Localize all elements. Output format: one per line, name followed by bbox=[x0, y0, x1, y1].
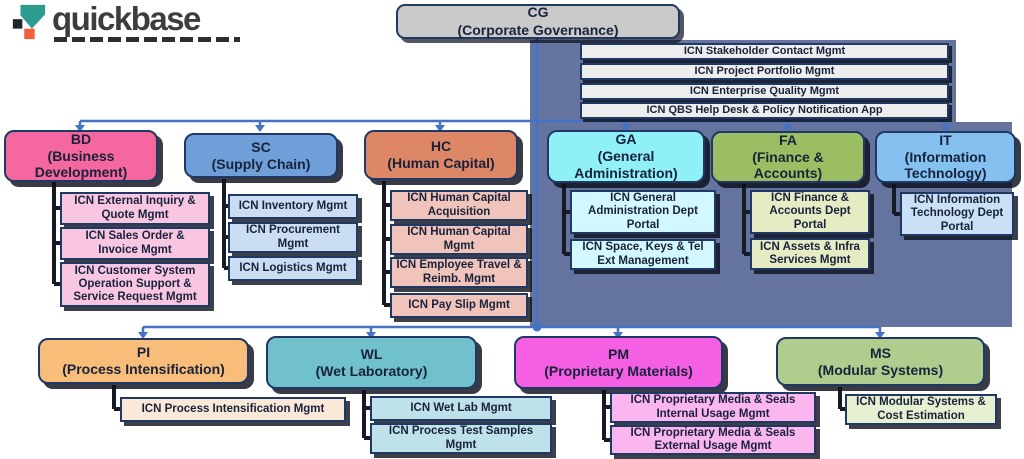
app-box: ICN Process Test Samples Mgmt bbox=[370, 423, 552, 454]
app-box: ICN Modular Systems & Cost Estimation bbox=[845, 394, 997, 425]
app-box: ICN Employee Travel & Reimb. Mgmt bbox=[390, 257, 528, 288]
quickbase-logo-icon bbox=[12, 4, 46, 40]
app-box: ICN Pay Slip Mgmt bbox=[390, 293, 528, 318]
app-box: ICN Process Intensification Mgmt bbox=[120, 397, 346, 422]
quickbase-logo: quickbase bbox=[10, 2, 240, 42]
app-box: ICN Wet Lab Mgmt bbox=[370, 396, 552, 421]
program-header-pi: PI (Process Intensification) bbox=[38, 338, 249, 384]
program-label: (Modular Systems) bbox=[817, 361, 944, 378]
dept-label: (Information Technology) bbox=[904, 148, 987, 182]
logo-tagline bbox=[54, 37, 240, 42]
app-box: ICN Space, Keys & Tel Ext Management bbox=[570, 239, 716, 270]
dept-header-ga: GA (General Administration) bbox=[547, 130, 705, 183]
dept-label: (Business Development) bbox=[34, 147, 128, 181]
corporate-app-box: ICN Project Portfolio Mgmt bbox=[580, 63, 949, 80]
app-box: ICN External Inquiry & Quote Mgmt bbox=[60, 192, 210, 225]
brand-name: quickbase bbox=[52, 0, 201, 37]
program-code: PI bbox=[136, 344, 151, 361]
dept-header-bd: BD (Business Development) bbox=[4, 130, 158, 182]
dept-header-hc: HC (Human Capital) bbox=[364, 130, 518, 180]
corporate-app-box: ICN QBS Help Desk & Policy Notification … bbox=[580, 102, 949, 119]
app-box: ICN Finance & Accounts Dept Portal bbox=[750, 190, 870, 234]
dept-code: IT bbox=[939, 131, 952, 148]
app-box: ICN Inventory Mgmt bbox=[228, 194, 358, 219]
node-cg: CG (Corporate Governance) bbox=[396, 4, 680, 39]
app-box: ICN Customer System Operation Support & … bbox=[60, 262, 210, 307]
app-box: ICN Procurement Mgmt bbox=[228, 222, 358, 253]
dept-code: BD bbox=[70, 130, 92, 147]
dept-label: (General Administration) bbox=[574, 148, 678, 181]
program-label: (Process Intensification) bbox=[62, 361, 225, 377]
dept-code: HC bbox=[430, 138, 452, 155]
app-box: ICN Assets & Infra Services Mgmt bbox=[750, 238, 870, 270]
dept-header-fa: FA (Finance & Accounts) bbox=[711, 131, 865, 183]
node-cg-label: (Corporate Governance) bbox=[457, 21, 619, 38]
dept-label: (Human Capital) bbox=[387, 155, 495, 171]
corporate-app-box: ICN Stakeholder Contact Mgmt bbox=[580, 43, 949, 60]
dept-code: FA bbox=[779, 131, 797, 148]
program-code: PM bbox=[608, 345, 629, 362]
program-header-ms: MS (Modular Systems) bbox=[776, 337, 985, 386]
corporate-app-box: ICN Enterprise Quality Mgmt bbox=[580, 83, 949, 100]
dept-header-it: IT (Information Technology) bbox=[875, 131, 1016, 183]
dept-header-sc: SC (Supply Chain) bbox=[184, 133, 338, 178]
program-header-wl: WL (Wet Laboratory) bbox=[266, 336, 477, 389]
node-cg-code: CG bbox=[527, 4, 549, 20]
dept-label: (Finance & Accounts) bbox=[752, 148, 824, 182]
program-code: MS bbox=[870, 344, 891, 361]
app-box: ICN Logistics Mgmt bbox=[228, 256, 358, 281]
program-label: (Wet Laboratory) bbox=[315, 362, 428, 379]
program-label: (Proprietary Materials) bbox=[544, 362, 693, 379]
app-box: ICN Human Capital Mgmt bbox=[390, 224, 528, 255]
app-box: ICN Human Capital Acquisition bbox=[390, 190, 528, 221]
dept-label: (Supply Chain) bbox=[211, 155, 311, 172]
app-box: ICN Sales Order & Invoice Mgmt bbox=[60, 227, 210, 260]
program-header-pm: PM (Proprietary Materials) bbox=[514, 336, 723, 389]
app-box: ICN Information Technology Dept Portal bbox=[900, 192, 1014, 236]
app-box: ICN Proprietary Media & Seals Internal U… bbox=[610, 392, 816, 423]
dept-code: GA bbox=[615, 131, 637, 148]
dept-code: SC bbox=[251, 138, 271, 155]
app-box: ICN Proprietary Media & Seals External U… bbox=[610, 425, 816, 455]
program-code: WL bbox=[360, 345, 383, 362]
app-box: ICN General Administration Dept Portal bbox=[570, 190, 716, 234]
